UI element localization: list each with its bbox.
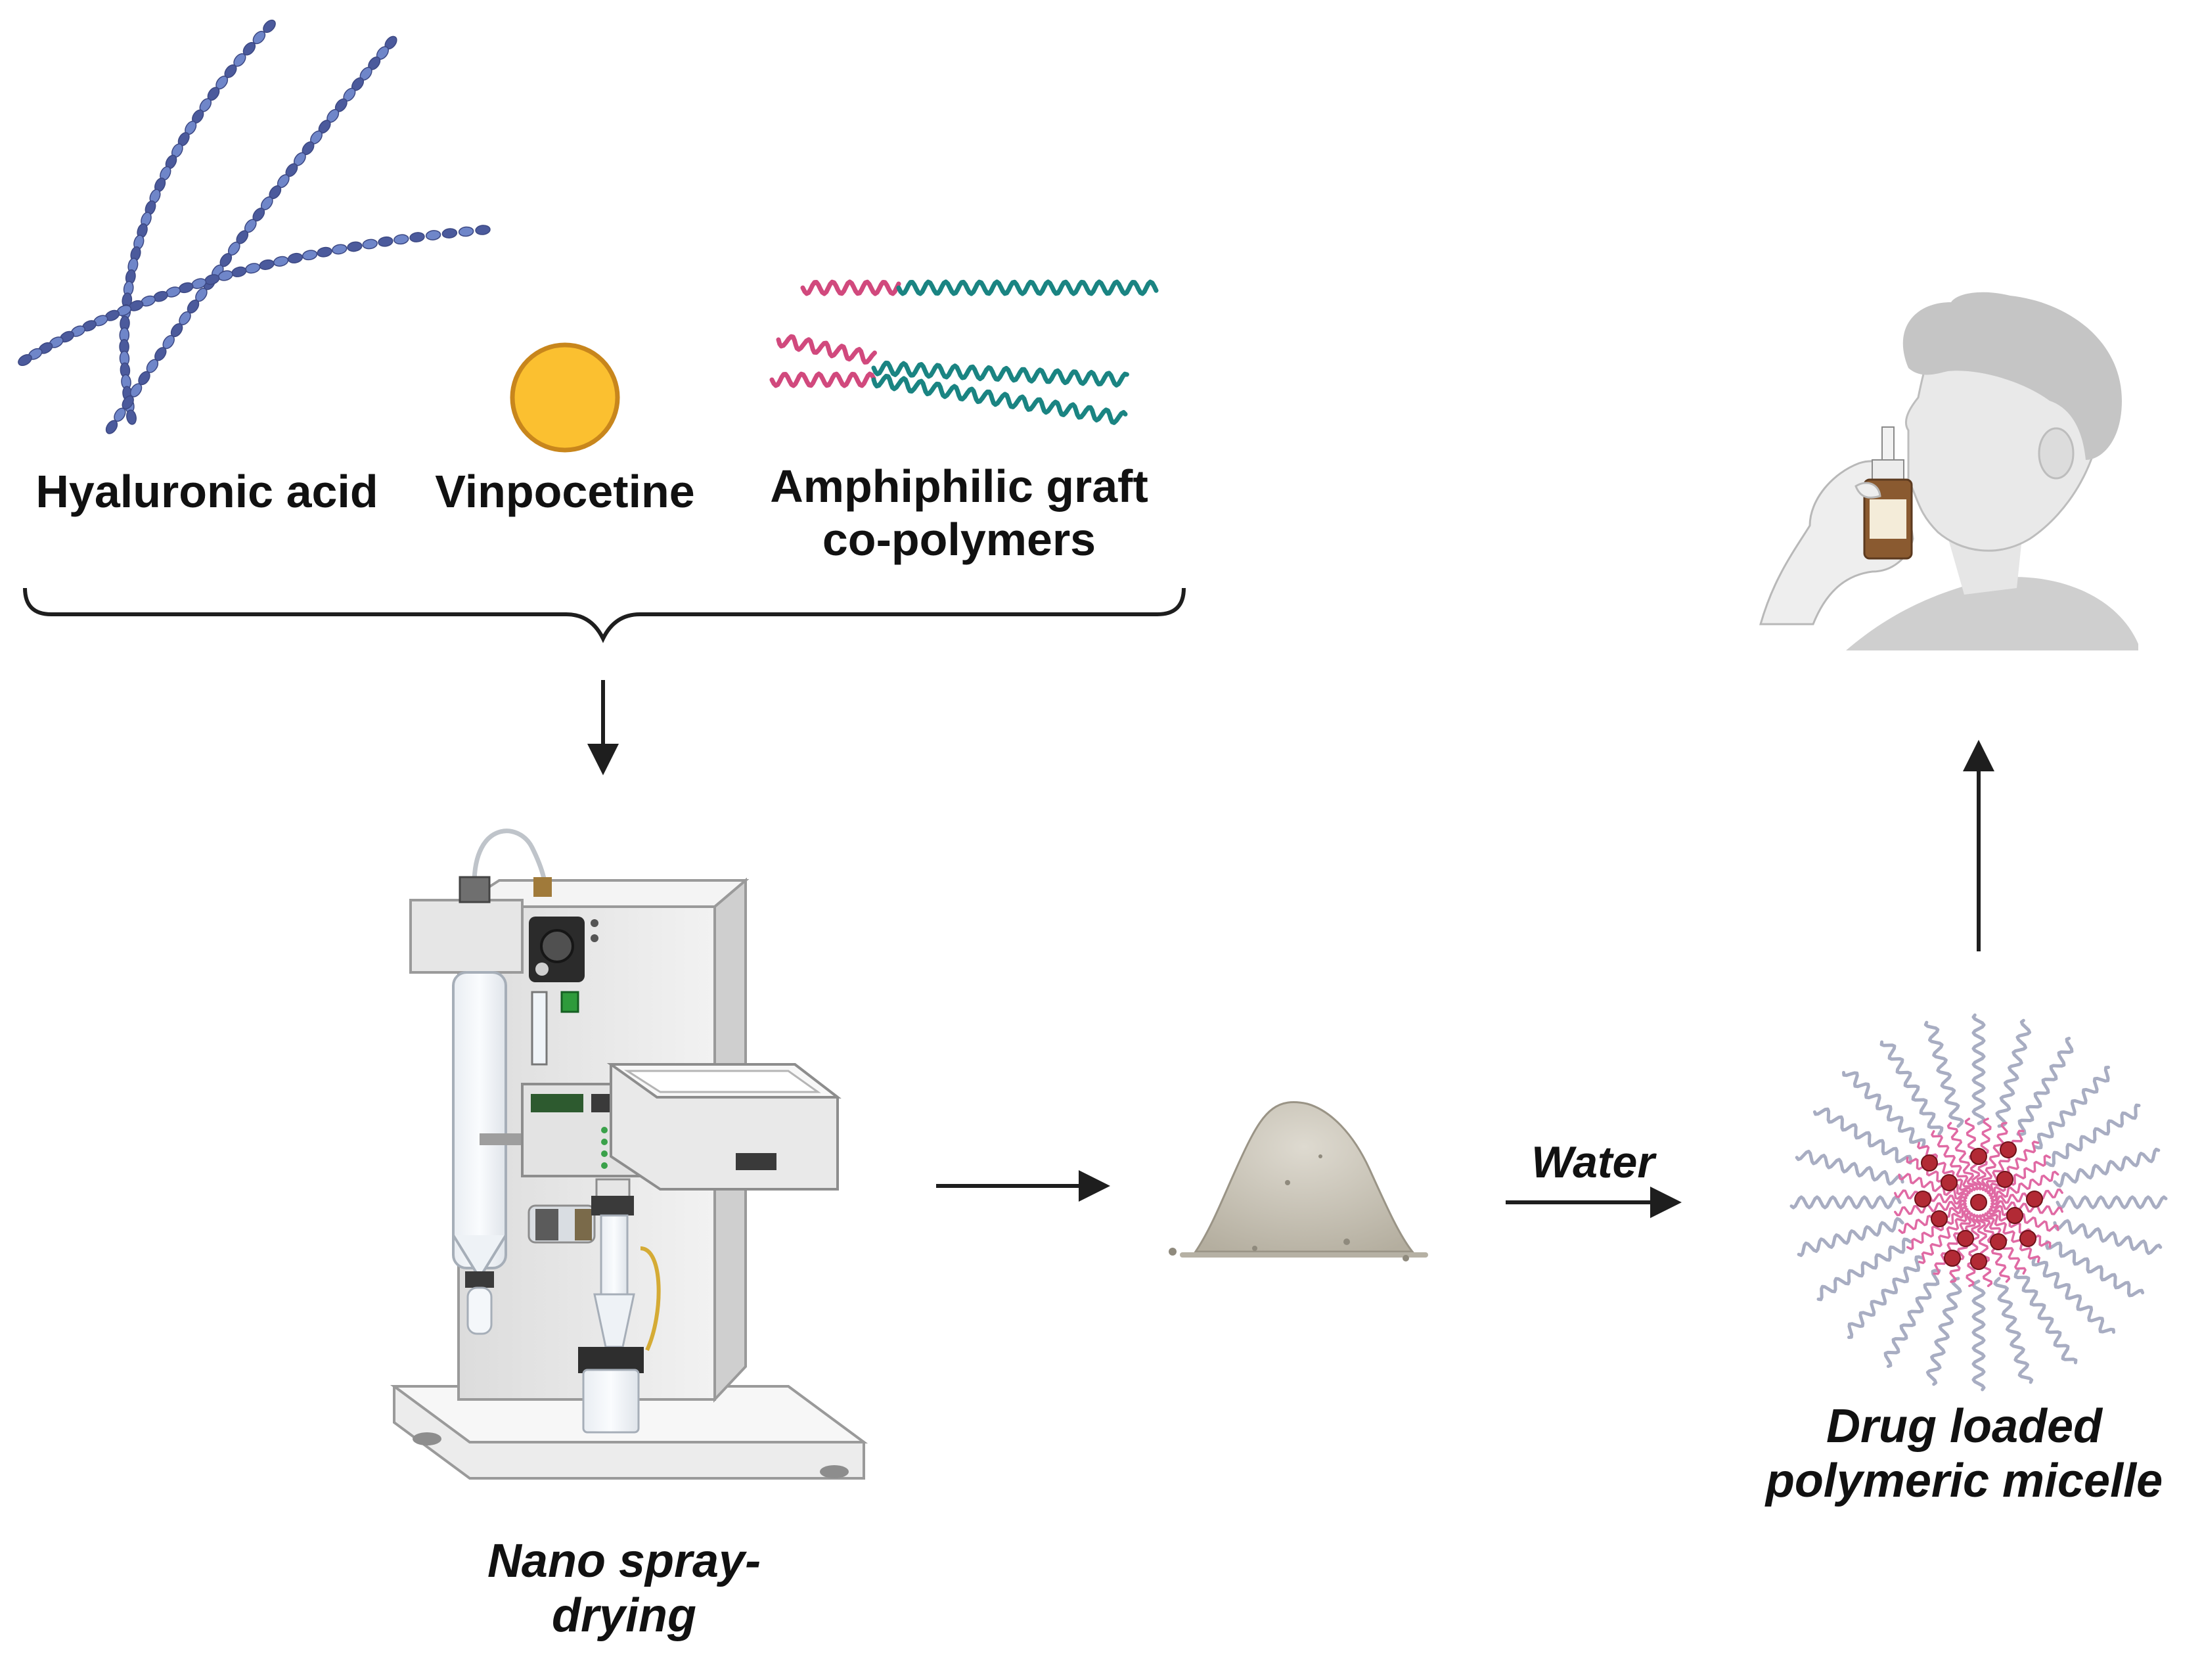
graft-copolymer-icon [769,279,1159,425]
micelle-line-1: Drug loaded [1826,1400,2102,1453]
label-hyaluronic-acid: Hyaluronic acid [23,465,391,518]
powder-pile-icon [1169,1101,1428,1261]
spray-dryer-icon [390,829,868,1480]
label-vinpocetine: Vinpocetine [420,465,709,518]
copolymer-line-2: co-polymers [822,513,1096,565]
spray-line-1: Nano spray- [487,1535,761,1587]
label-water: Water [1511,1137,1675,1188]
copolymer-line-1: Amphiphilic graft [770,461,1148,512]
hyaluronic-acid-text: Hyaluronic acid [35,466,378,517]
hyaluronic-acid-chains-icon [18,19,491,434]
micelle-line-2: polymeric micelle [1765,1454,2163,1507]
grouping-brace [23,587,1186,643]
label-nano-spray-drying: Nano spray- drying [460,1534,788,1643]
vinpocetine-text: Vinpocetine [435,466,695,517]
label-copolymers: Amphiphilic graft co-polymers [749,460,1169,566]
polymeric-micelle-icon [1789,1013,2168,1392]
water-text: Water [1531,1137,1655,1187]
vinpocetine-molecule-icon [510,342,620,453]
nasal-spray-person-icon [1759,292,2138,650]
spray-line-2: drying [551,1589,696,1642]
label-drug-loaded-micelle: Drug loaded polymeric micelle [1728,1399,2201,1509]
